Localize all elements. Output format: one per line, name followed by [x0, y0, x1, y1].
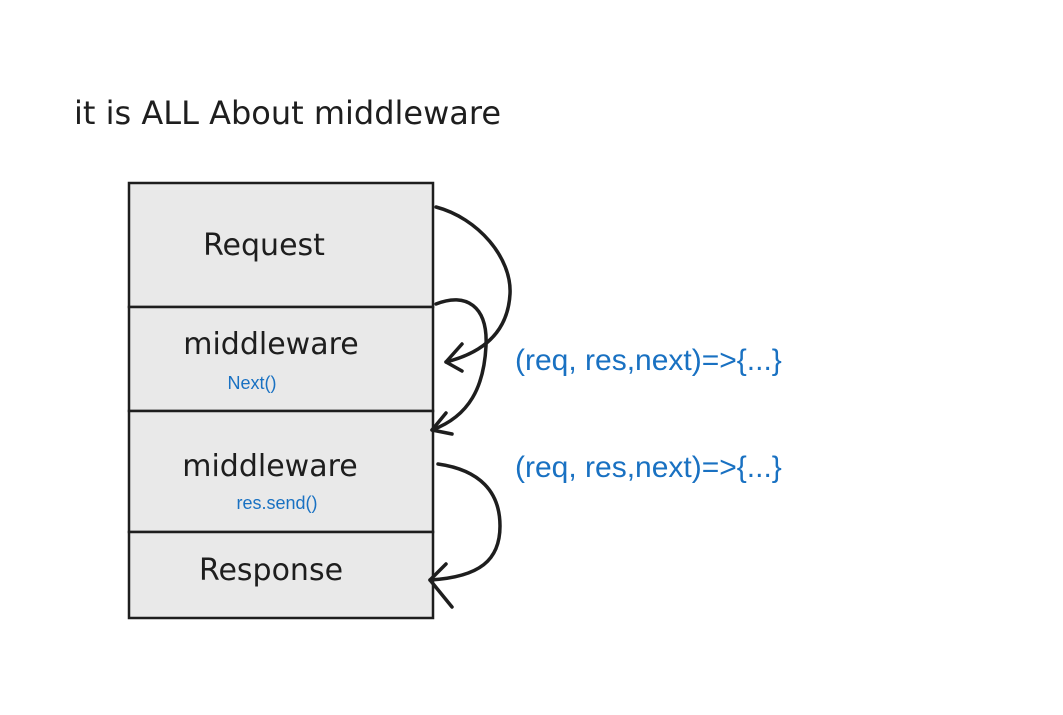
middleware-box-2: [127, 409, 435, 534]
diagram-title: it is ALL About middleware: [74, 94, 501, 132]
request-label: Request: [203, 228, 325, 263]
middleware-signature-1: (req, res,next)=>{...}: [515, 344, 782, 377]
middleware-label-1: middleware: [183, 327, 359, 362]
arrow-middleware-to-response: [428, 462, 502, 582]
flow-arrows: [428, 205, 512, 609]
middleware-stack: Request middleware Next() middleware res…: [127, 181, 435, 620]
arrow-head-3: [428, 562, 454, 609]
arrow-head-2: [430, 411, 454, 436]
arrow-middleware-to-middleware: [430, 298, 488, 432]
middleware-label-2: middleware: [182, 449, 358, 484]
response-label: Response: [199, 553, 343, 588]
res-send-label: res.send(): [236, 493, 317, 513]
middleware-signature-2: (req, res,next)=>{...}: [515, 451, 782, 484]
middleware-box-1: [127, 305, 435, 413]
request-box: [127, 181, 435, 309]
arrow-head-1: [444, 342, 464, 373]
arrow-request-to-middleware: [434, 205, 512, 364]
next-call-label: Next(): [228, 373, 277, 393]
